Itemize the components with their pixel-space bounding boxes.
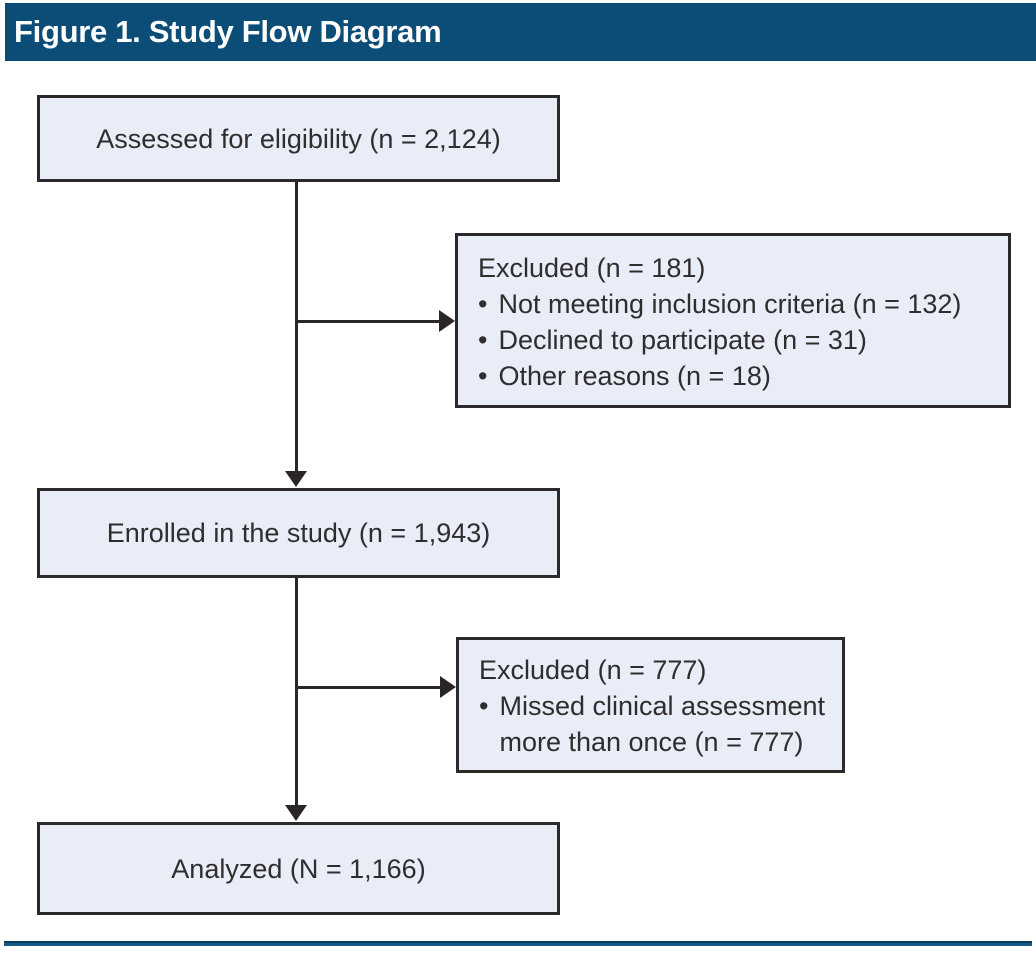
box-assessed-for-eligibility: Assessed for eligibility (n = 2,124) <box>37 95 560 182</box>
excluded1-bullet-3: Other reasons (n = 18) <box>478 358 1002 394</box>
arrow-right-icon <box>440 676 456 698</box>
connector-branch-excluded1 <box>296 320 440 323</box>
arrow-down-icon <box>285 471 307 487</box>
excluded2-bullet-1: Missed clinical assessment more than onc… <box>479 688 836 760</box>
box-excluded-after-eligibility: Excluded (n = 181) Not meeting inclusion… <box>455 233 1011 408</box>
excluded2-bullet-1-text: Missed clinical assessment more than onc… <box>499 691 826 757</box>
excluded1-bullet-1-text: Not meeting inclusion criteria (n = 132) <box>498 289 962 319</box>
box-analyzed-label: Analyzed (N = 1,166) <box>171 853 426 884</box>
connector-branch-excluded2 <box>296 686 441 689</box>
box-analyzed: Analyzed (N = 1,166) <box>37 822 560 915</box>
excluded1-bullet-3-text: Other reasons (n = 18) <box>498 361 771 391</box>
excluded2-title: Excluded (n = 777) <box>479 655 707 685</box>
figure-bottom-rule <box>4 941 1032 946</box>
connector-enrolled-to-analyzed <box>295 578 298 806</box>
box-enrolled-in-study: Enrolled in the study (n = 1,943) <box>37 488 560 578</box>
connector-assessed-to-enrolled <box>295 182 298 471</box>
arrow-down-icon <box>285 805 307 821</box>
excluded1-bullet-2-text: Declined to participate (n = 31) <box>498 325 867 355</box>
excluded1-bullet-1: Not meeting inclusion criteria (n = 132) <box>478 286 1002 322</box>
excluded1-bullet-2: Declined to participate (n = 31) <box>478 322 1002 358</box>
excluded1-title: Excluded (n = 181) <box>478 253 706 283</box>
figure-title: Figure 1. Study Flow Diagram <box>14 14 442 49</box>
box-assessed-label: Assessed for eligibility (n = 2,124) <box>96 123 501 154</box>
box-excluded-after-enrollment: Excluded (n = 777) Missed clinical asses… <box>456 637 845 773</box>
figure-header-bar: Figure 1. Study Flow Diagram <box>5 3 1036 61</box>
arrow-right-icon <box>439 310 455 332</box>
box-enrolled-label: Enrolled in the study (n = 1,943) <box>106 518 491 548</box>
